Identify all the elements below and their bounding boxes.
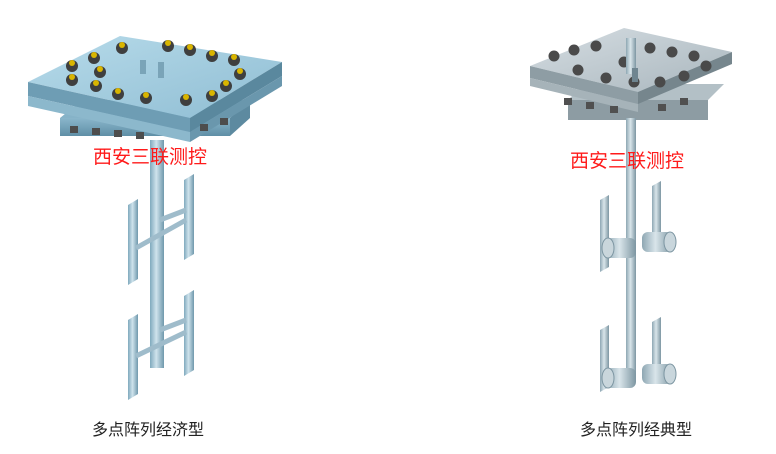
watermark: 西安三联测控: [93, 146, 208, 168]
port: [140, 60, 146, 74]
sensor-blade: [128, 314, 138, 400]
sensor-cylinder: [642, 231, 677, 253]
sensor-blade: [652, 317, 661, 378]
top-plate-front: [28, 82, 190, 132]
caption-classic: 多点阵列经典型: [580, 420, 693, 439]
sensor-blade: [600, 195, 609, 272]
caption-economy: 多点阵列经济型: [92, 420, 205, 439]
sensor-blade: [184, 290, 194, 376]
watermark: 西安三联测控: [570, 150, 685, 172]
port: [158, 62, 164, 78]
figure-classic: 西安三联测控 多点阵列经典型: [388, 0, 776, 454]
sensor-blade: [184, 174, 194, 260]
sensor-cylinder: [601, 237, 636, 259]
sensor-blade: [652, 181, 661, 248]
sensor-blade: [128, 199, 138, 285]
central-stem: [150, 140, 164, 368]
economy-probe-illustration: [28, 36, 282, 400]
sensor-cylinder: [642, 363, 677, 385]
riser-tube: [626, 38, 636, 74]
bolt-ring: [66, 40, 246, 106]
classic-probe-illustration: [530, 28, 732, 392]
sensor-cylinder: [601, 367, 636, 389]
figure-economy: 西安三联测控 多点阵列经济型: [28, 36, 282, 439]
